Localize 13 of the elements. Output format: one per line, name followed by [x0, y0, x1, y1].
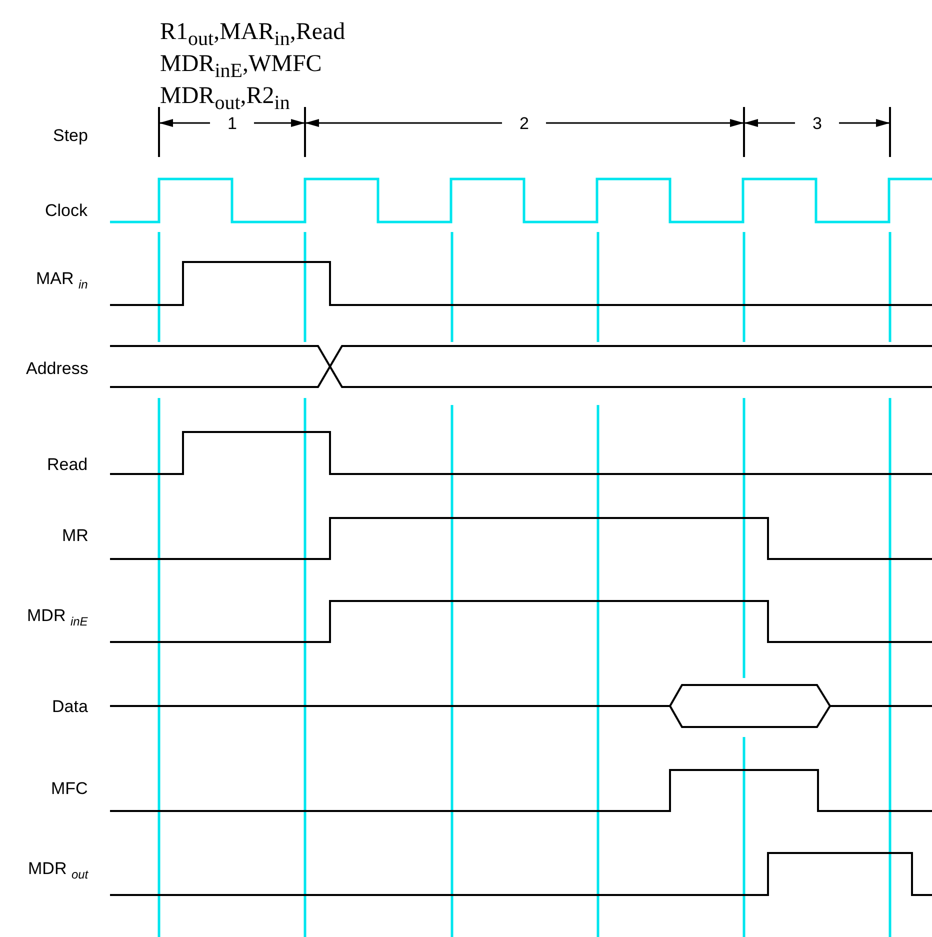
signal-label: Read: [47, 456, 88, 472]
signal-label: MFC: [51, 780, 88, 796]
signal-label: Clock: [45, 202, 88, 218]
signal-label: MR: [62, 526, 88, 544]
control-signal-text: MDR$_{out}$,R2$_{in}$: [160, 84, 290, 113]
signal-label: Step: [53, 126, 88, 144]
signal-label: MAR $_{in}$: [36, 270, 88, 290]
signal-label: MDR $_{inE}$: [27, 607, 88, 628]
signal-label: MDR $_{out}$: [28, 860, 88, 880]
control-signal-text: MDR$_{inE}$,WMFC: [160, 52, 322, 81]
signal-label: Data: [52, 698, 88, 714]
signal-label: Address: [26, 360, 88, 376]
control-signal-text: R1$_{out}$,MAR$_{in}$,Read: [160, 20, 346, 49]
